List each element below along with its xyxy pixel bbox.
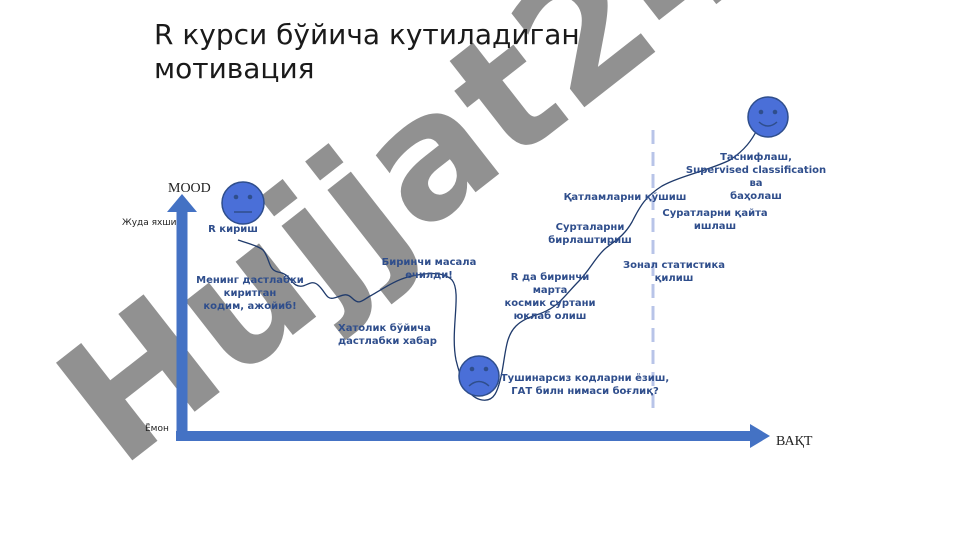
page-title: R курси бўйича кутиладиган мотивация [154,18,580,85]
annotation-weird-code: Тушинарсиз кодларни ёзиш, ГАТ билн нимас… [500,373,670,397]
annotation-classification: Таснифлаш, Supervised classification ва … [685,152,827,202]
x-axis-arrowhead [750,424,770,448]
annotation-error: Хатолик бўйича дастлабки хабар [338,323,437,347]
x-axis-label: ВАҚТ [776,434,813,449]
sad-face-icon [458,355,500,397]
y-axis-arrowhead [167,194,197,212]
annotation-first-task: Биринчи масала ечилди! [381,257,477,281]
annotation-reprocess: Суратларни қайта ишлаш [662,208,768,232]
annotation-layers: Қатламларни қўшиш [563,192,687,203]
y-axis-label: MOOD [168,181,211,196]
y-axis-top-label: Жуда яхши [122,218,177,228]
happy-face-icon [747,96,789,138]
annotation-merge: Сурталарни бирлаштириш [548,222,632,246]
y-axis-bottom-label: Ёмон [145,424,169,434]
neutral-face-icon [221,181,265,225]
mood-curve [237,127,759,401]
annotation-space-image: R да биринчи марта космик суртани юклаб … [504,272,596,322]
annotation-first-code: Менинг дастлабки киритган кодим, ажойиб! [196,275,304,312]
annotation-r-intro: R кириш [208,224,258,235]
annotation-zonal: Зонал статистика қилиш [623,260,725,284]
